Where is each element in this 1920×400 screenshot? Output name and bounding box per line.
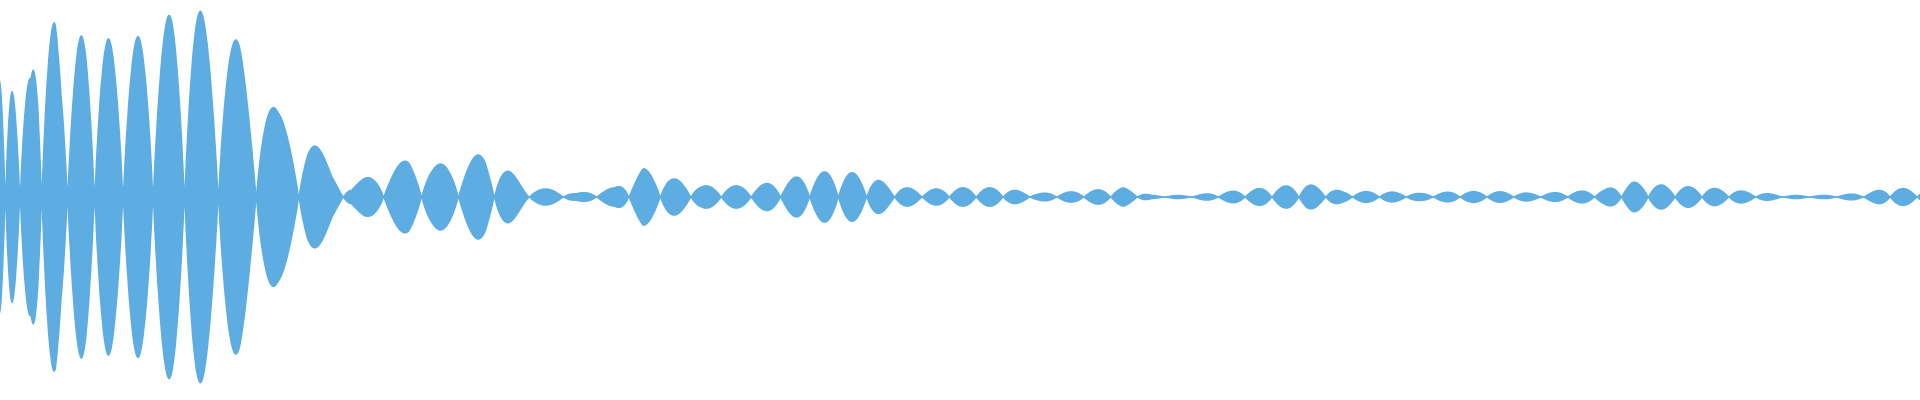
- waveform-shape: [0, 10, 1920, 384]
